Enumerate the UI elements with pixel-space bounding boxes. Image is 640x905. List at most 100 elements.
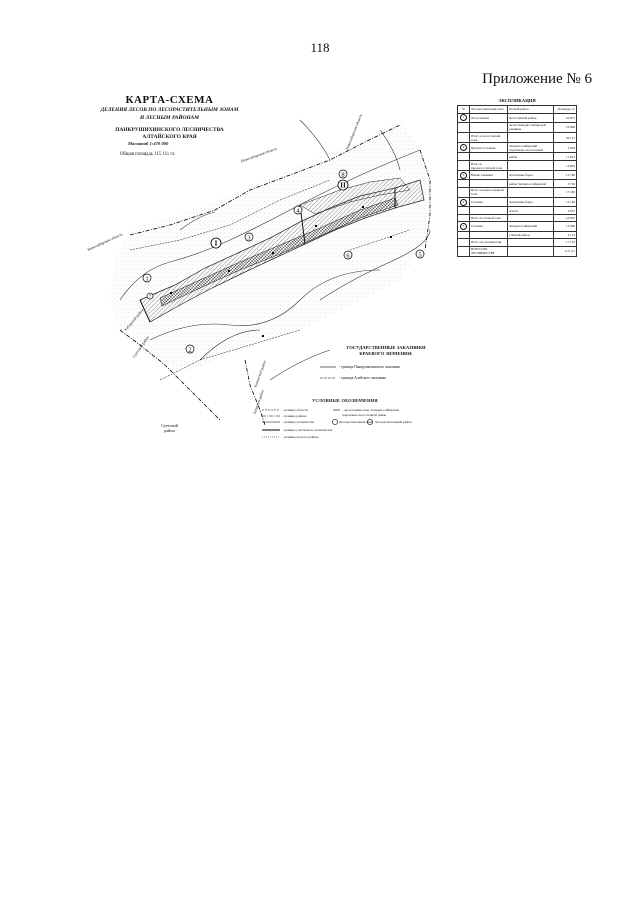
- explication-region-cell: Ленточные боры: [507, 197, 554, 208]
- explication-zone-cell: Южно-таежная: [468, 170, 509, 181]
- explication-region-cell: [507, 186, 554, 199]
- roman-markers: I II: [210, 179, 349, 249]
- explication-region-cell: [507, 213, 554, 223]
- legend-title: УСЛОВНЫЕ ОБОЗНАЧЕНИЯ: [312, 398, 378, 403]
- explication-region-cell: степной район: [507, 230, 554, 240]
- explication-area-cell: 17 450: [553, 186, 577, 199]
- explication-zone-cell: Итого в южно-таежной зоне: [468, 186, 509, 199]
- reserve-item-0: - граница Панкрушихинского заказника: [339, 365, 400, 369]
- explication-zone-cell: Лесостепная: [468, 112, 509, 123]
- explication-zone-cell: Итого в предлесостепной зоне: [468, 159, 509, 172]
- explication-area-cell: 16 997: [553, 213, 577, 223]
- svg-text:5: 5: [418, 252, 421, 259]
- explication-zone-mark: [457, 152, 470, 161]
- explication-zone-cell: [468, 121, 509, 133]
- explication-zone-cell: [468, 206, 509, 215]
- explication-header-cell: Площадь, га: [553, 105, 577, 114]
- legend-item-2: - граница лесничества: [282, 420, 315, 424]
- svg-text:1: 1: [145, 276, 148, 283]
- explication-region-cell: лесов Западно-Сибирской равнины: [507, 121, 554, 133]
- svg-text:4: 4: [296, 208, 300, 215]
- reserve-item-1: - граница Алейского заказника: [339, 376, 387, 380]
- legend-item-3: - граница участкового лесничества: [282, 428, 333, 432]
- legend-item-1: - граница района: [282, 414, 307, 418]
- explication-region-cell: Ленточные боры: [507, 170, 554, 181]
- explication-area-cell: 16 840: [553, 121, 577, 133]
- legend-lines: [262, 366, 373, 438]
- forest-belt-upper: [299, 177, 411, 215]
- explication-row: Итого в степной зоне 16 997: [457, 213, 577, 223]
- explication-region-cell: Алтая: [507, 206, 554, 215]
- explication-area-cell: 3 004: [553, 142, 577, 154]
- explication-zone-mark: [457, 206, 470, 215]
- explication-zone-cell: ВСЕГО ПО ЛЕСНИЧЕСТВУ: [468, 245, 509, 257]
- explication-zone-mark: [457, 159, 470, 172]
- explication-region-cell: Западно-Сибирский: [507, 221, 554, 232]
- explication-region-cell: Лесостепной район: [507, 112, 554, 123]
- explication-area-cell: 13 000: [553, 221, 577, 232]
- explication-zone-cell: Степная: [468, 221, 509, 232]
- map-roads: [129, 179, 411, 381]
- explication-zone-mark: [457, 238, 470, 247]
- explication-row: ВСЕГО ПО ЛЕСНИЧЕСТВУ 115 111: [457, 245, 577, 257]
- explication-header-cell: Лесорастительная зона: [468, 105, 509, 114]
- explication-zone-mark: [457, 230, 470, 240]
- explication-region-cell: [507, 238, 554, 247]
- explication-zone-mark: 1: [457, 112, 470, 123]
- map-rivers: [119, 119, 431, 381]
- explication-zone-cell: [468, 179, 509, 188]
- explication-area-cell: 4 152: [553, 230, 577, 240]
- reserves-title-line2: КРАЕВОГО ЗНАЧЕНИЯ:: [359, 351, 413, 356]
- appendix-label: Приложение № 6: [482, 71, 592, 87]
- explication-zone-cell: Итого по лесничеству: [468, 238, 509, 247]
- legend-item-0: - граница области: [282, 408, 308, 412]
- page-number: 118: [310, 40, 330, 55]
- explication-region-cell: [507, 159, 554, 172]
- explication-zone-cell: [468, 230, 509, 240]
- explication-zone-cell: Предлесостепная: [468, 142, 509, 154]
- forestry-name-line1: ПАНКРУШИХИНСКОГО ЛЕСНИЧЕСТВА: [115, 127, 224, 133]
- explication-region-cell: [507, 245, 554, 257]
- explication-row: Итого в южно-таежной зоне 17 450: [457, 186, 577, 199]
- map-scale: Масштаб 1:470 000: [128, 141, 169, 146]
- explication-area-cell: 13 746: [553, 170, 577, 181]
- explication-zone-mark: 3: [457, 170, 470, 181]
- explication-area-cell: 3 704: [553, 179, 577, 188]
- explication-zone-mark: 5: [457, 221, 470, 232]
- explication-zone-mark: [457, 213, 470, 223]
- zone-mark-icon: 1: [460, 114, 467, 122]
- explication-area-cell: 11 841: [553, 152, 577, 161]
- explication-area-cell: 115 111: [553, 245, 577, 257]
- legend-item-5: - лесостепная зона, Западно-Сибирская по…: [342, 408, 399, 417]
- zone-mark-icon: 3: [460, 171, 467, 179]
- explication-title: ЭКСПЛИКАЦИЯ: [498, 98, 536, 103]
- reserves-title-line1: ГОСУДАРСТВЕННЫЕ ЗАКАЗНИКИ: [346, 345, 426, 350]
- explication-zone-mark: [457, 179, 470, 188]
- zone-marker-8: 8: [338, 169, 348, 179]
- svg-text:6: 6: [346, 253, 350, 260]
- zone-mark-icon: 2: [460, 144, 467, 152]
- explication-area-cell: 14 845: [553, 159, 577, 172]
- svg-text:8: 8: [341, 172, 344, 179]
- legend-item-6: Лесорастительная зона: [339, 420, 373, 424]
- svg-text:3: 3: [247, 235, 250, 242]
- explication-zone-cell: Итого в степной зоне: [468, 213, 509, 223]
- map-subtitle-line1: ДЕЛЕНИЯ ЛЕСОВ ПО ЛЕСОРАСТИТЕЛЬНЫМ ЗОНАМ: [100, 107, 239, 113]
- zone-marker-3: 3: [244, 232, 254, 242]
- explication-area-cell: 12 140: [553, 197, 577, 208]
- zone-mark-icon: 5: [460, 222, 467, 230]
- map-title-block: КАРТА-СХЕМА ДЕЛЕНИЯ ЛЕСОВ ПО ЛЕСОРАСТИТЕ…: [92, 94, 247, 141]
- explication-row: Итого в предлесостепной зоне 14 845: [457, 159, 577, 172]
